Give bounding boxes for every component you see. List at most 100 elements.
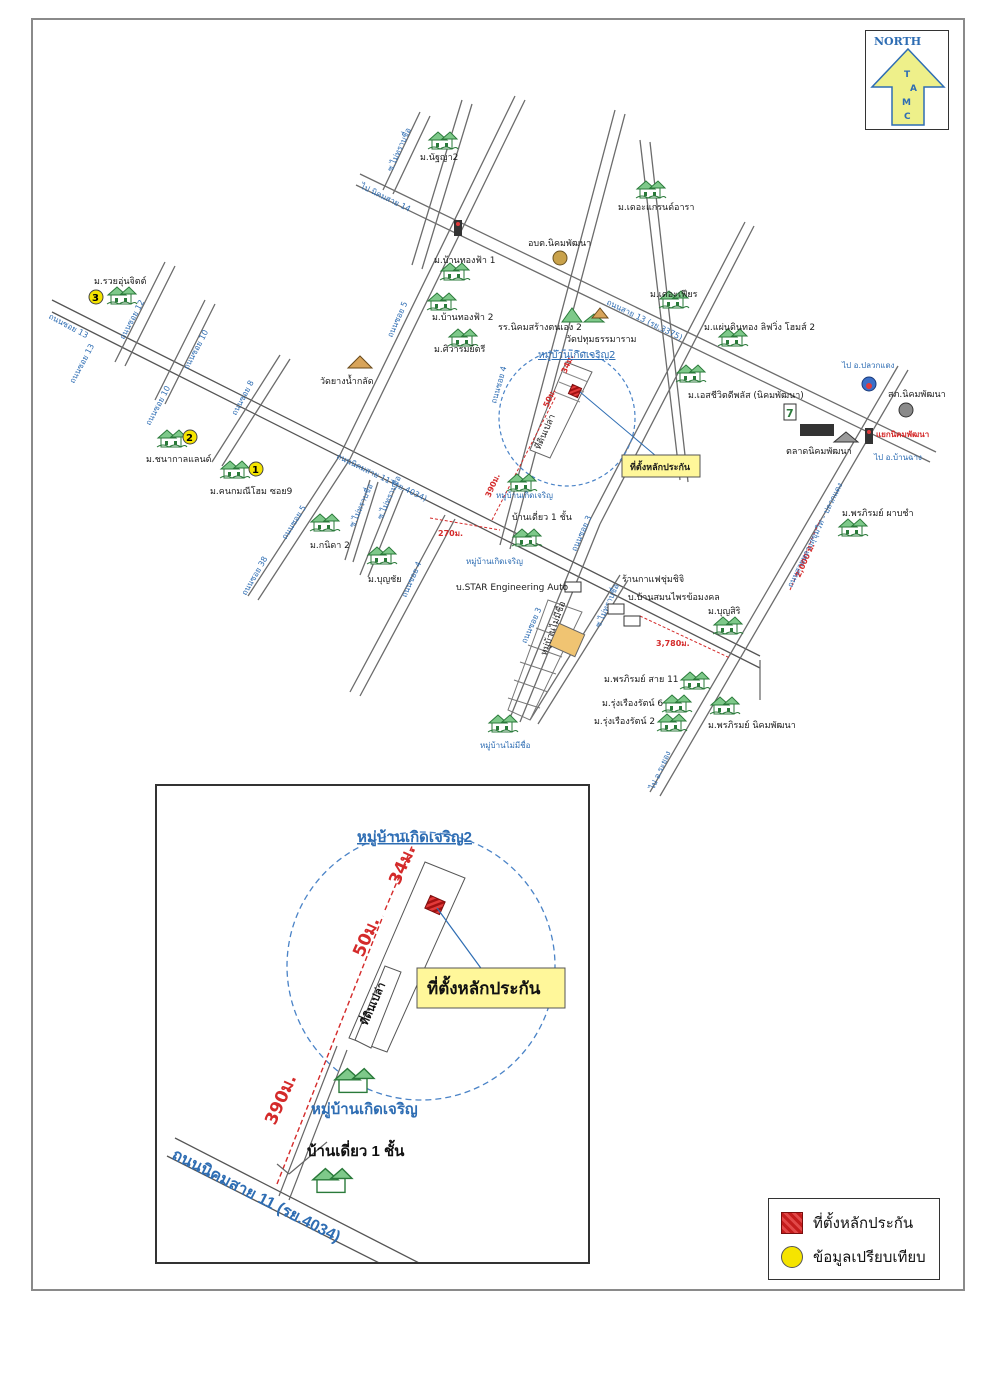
- label-maendin: ม.แผ่นดินทอง ลิฟวิ่ง โฮมส์ 2: [704, 320, 815, 333]
- comparable-marker-3: [88, 289, 104, 305]
- house-icon: [656, 713, 688, 732]
- house-icon: [332, 1067, 376, 1094]
- label-kerd-b: หมู่บ้านเกิดเจริญ: [466, 557, 523, 567]
- road-label-s4: ถนนซอย 4: [489, 365, 508, 404]
- road-soi-3: [509, 519, 601, 723]
- label-phrom11: ม.พรภิรมย์ สาย 11: [604, 673, 679, 685]
- inset-dist-390: 390ม.: [261, 1071, 301, 1128]
- comparable-swatch-icon: [781, 1246, 803, 1268]
- road-label-rayong: ไป อ.ระยอง: [647, 750, 672, 792]
- house-icon: [366, 546, 398, 565]
- house-icon: [427, 131, 459, 150]
- house-icon: [309, 513, 341, 532]
- inset-zoom-map: ที่ดินเปล่า 50ม. 34ม. 390ม. ที่ตั้งหลักป…: [155, 784, 590, 1283]
- house-icon: [837, 518, 869, 537]
- road-soi-12: [114, 261, 176, 367]
- road-soi-3-north: [589, 221, 755, 525]
- inset-soi: [278, 1045, 348, 1201]
- north-arrow: NORTH T A M C: [865, 30, 949, 130]
- label-phrom-nikhom: ม.พรภิรมย์ นิคมพัฒนา: [708, 719, 796, 731]
- inset-graphic: ที่ดินเปล่า 50ม. 34ม. 390ม. ที่ตั้งหลักป…: [166, 828, 566, 1283]
- label-grand: ม.เดอะแกรนด์อารา: [618, 201, 694, 213]
- house-icon: [709, 696, 741, 715]
- house-icon: [219, 460, 251, 479]
- label-kanida: ม.กนิดา 2: [310, 540, 350, 551]
- label-nattaya2: ม.นัฐญา2: [420, 153, 458, 163]
- comparable-marker-2: [182, 429, 198, 445]
- inset-target-callout: [416, 967, 566, 1009]
- house-icon: [635, 180, 667, 199]
- label-shop: ร้านกาแฟชุ่มชิจิ: [622, 574, 684, 585]
- label-siwarat: ม.ศิวารมย์ตรี: [434, 343, 485, 355]
- label-rung6: ม.รุ่งเรืองรัตน์ 6: [602, 697, 663, 709]
- road-soi-5: [339, 95, 526, 460]
- house-icon: [426, 292, 458, 311]
- gas-station-flame-icon: [866, 383, 872, 389]
- inset-road-r11: [166, 1137, 426, 1283]
- road-label-s8: ถนนซอย 8: [230, 379, 256, 417]
- inset-dist-34: 34ม.: [385, 842, 420, 888]
- label-bantong2: ม.บ้านทองฟ้า 2: [432, 312, 493, 323]
- sao-office-icon: [552, 250, 568, 266]
- north-arrow-graphic: NORTH T A M C: [870, 35, 946, 126]
- north-letter-a: A: [910, 84, 917, 94]
- comparable-marker-1: [248, 461, 264, 477]
- land-strip: [529, 361, 593, 459]
- road-soi-mairu: [344, 479, 379, 563]
- house-icon: [487, 714, 519, 733]
- north-label: NORTH: [874, 35, 921, 48]
- traffic-light-icon: [865, 428, 873, 444]
- seven-eleven-glyph: 7: [786, 407, 794, 420]
- inset-distance-line-upper: [384, 843, 414, 911]
- label-school: รร.นิคมสร้างตนเอง 2: [498, 322, 582, 333]
- label-boonsiri: ม.บุญสิริ: [708, 606, 741, 617]
- road-soi-8: [211, 354, 291, 467]
- road-soi-5-south: [247, 454, 351, 601]
- label-maisee: หมู่บ้านไม่มีชื่อ: [480, 739, 531, 751]
- inset-single-pointer: [276, 1141, 328, 1175]
- house-icons: [106, 131, 869, 733]
- label-rung2: ม.รุ่งเรืองรัตน์ 2: [594, 715, 655, 727]
- house-icon: [712, 616, 744, 635]
- road-label-s38: ถนนซอย 38: [240, 555, 270, 597]
- road-soi-4-south: [349, 514, 456, 697]
- label-essi: ม.เอสชีวิตดีพลัส (นิคมพัฒนา): [688, 390, 804, 401]
- distance-line-3780: [639, 615, 731, 659]
- comparable-marker-3-label: 3: [92, 293, 99, 304]
- road-label-s10: ถนนซอย 10: [182, 328, 210, 371]
- legend-row-comparable: ข้อมูลเปรียบเทียบ: [781, 1245, 926, 1269]
- market-shop-icon: [832, 431, 860, 443]
- label-wat: วัดปทุมธรรมาราม: [566, 335, 637, 345]
- map-legend: ที่ตั้งหลักประกัน ข้อมูลเปรียบเทียบ: [768, 1198, 940, 1280]
- target-zone-circle: [498, 349, 636, 487]
- label-star: บ.STAR Engineering Auto: [456, 583, 569, 593]
- market-box: [548, 622, 586, 658]
- label-bantong1: ม.บ้านทองฟ้า 1: [434, 255, 495, 266]
- road-label-s3b: ถนนซอย 3: [520, 606, 544, 645]
- label-banchang: ไป อ.บ้านฉาง: [873, 453, 922, 462]
- north-arrow-icon: [870, 47, 946, 126]
- inset-distance-line: [276, 915, 384, 1185]
- label-single: บ้านเดี่ยว 1 ชั้น: [512, 510, 572, 523]
- target-callout-main: [621, 454, 701, 478]
- inset-village2: หมู่บ้านเกิดเจริญ2: [357, 828, 472, 847]
- target-callout-main-label: ที่ตั้งหลักประกัน: [630, 460, 691, 473]
- road-soi-10: [154, 299, 216, 405]
- legend-collateral-label: ที่ตั้งหลักประกัน: [813, 1215, 914, 1232]
- house-icon: [679, 671, 711, 690]
- label-sao: อบต.นิคมพัฒนา: [528, 238, 591, 249]
- house-icon: [106, 286, 138, 305]
- distance-line-270: [429, 517, 501, 531]
- road-label-s3: ถนนซอย 3: [570, 514, 594, 553]
- label-boonchai: ม.บุญชัย: [368, 575, 402, 585]
- dist-270: 270ม.: [438, 529, 463, 538]
- house-icon: [447, 328, 479, 347]
- label-thepair: ม.เดอะเฟียร: [650, 289, 698, 300]
- temple-icon: [590, 307, 610, 319]
- target-pointer: [579, 391, 657, 457]
- inset-land-strip: [348, 861, 466, 1053]
- distance-line-390: [491, 395, 557, 521]
- comparable-markers: 3 2 1: [88, 289, 264, 477]
- label-market: ตลาดนิคมพัฒนา: [786, 446, 852, 457]
